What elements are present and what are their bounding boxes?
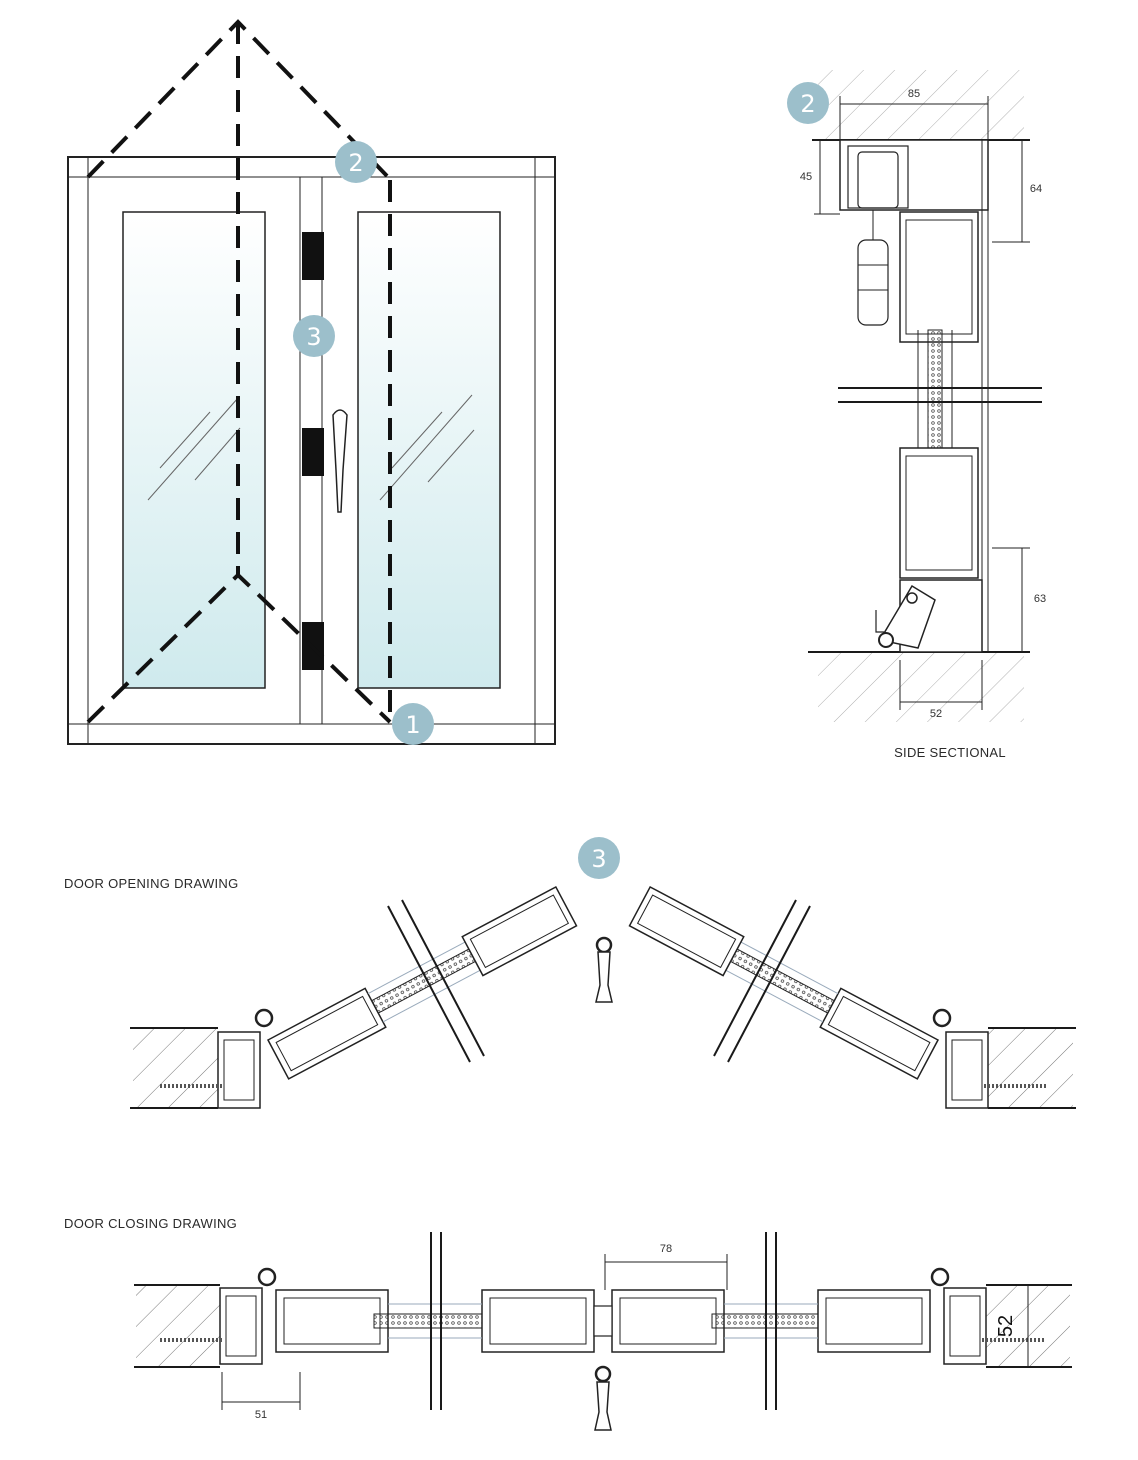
door-opening-drawing: DOOR OPENING DRAWING <box>64 837 1076 1109</box>
outer-frame <box>67 156 556 745</box>
door-closing-drawing: DOOR CLOSING DRAWING <box>64 1216 1072 1431</box>
callout-badge-1: 1 <box>392 703 434 745</box>
callout-badge-2: 2 <box>335 141 377 183</box>
dim-right-vertical: 52 <box>995 1315 1017 1337</box>
closing-caption: DOOR CLOSING DRAWING <box>64 1216 237 1231</box>
dim-right-lower: 63 <box>1034 593 1046 605</box>
door-elevation: 2 3 1 <box>67 19 556 745</box>
dim-left-height: 45 <box>800 171 812 183</box>
left-glass-panel <box>122 211 266 689</box>
dim-right-upper: 64 <box>1030 183 1042 195</box>
dim-top-width: 85 <box>908 88 920 100</box>
svg-text:1: 1 <box>405 711 420 739</box>
callout-badge-2-section: 2 <box>787 82 829 124</box>
swing-dashed-lines <box>86 19 392 724</box>
dim-bottom-width: 52 <box>930 708 942 720</box>
hinge-middle <box>302 428 324 476</box>
svg-text:3: 3 <box>591 845 606 873</box>
svg-text:2: 2 <box>800 90 815 118</box>
callout-badge-3-opening: 3 <box>578 837 620 879</box>
closing-dimensions <box>221 1254 1029 1410</box>
hinge-top <box>302 232 324 280</box>
side-sectional-caption: SIDE SECTIONAL <box>894 745 1006 760</box>
dim-center: 78 <box>660 1243 672 1255</box>
dim-bottom-left: 51 <box>255 1409 267 1421</box>
svg-text:2: 2 <box>348 149 363 177</box>
right-glass-panel <box>357 211 501 689</box>
side-sectional-drawing: 85 45 64 63 52 2 SIDE SECTIONAL <box>787 70 1046 760</box>
side-dimensions <box>814 96 1030 710</box>
glass-reflection-marks <box>147 394 475 501</box>
callout-badge-3: 3 <box>293 315 335 357</box>
door-handle <box>332 409 348 513</box>
opening-caption: DOOR OPENING DRAWING <box>64 876 239 891</box>
svg-text:3: 3 <box>306 323 321 351</box>
